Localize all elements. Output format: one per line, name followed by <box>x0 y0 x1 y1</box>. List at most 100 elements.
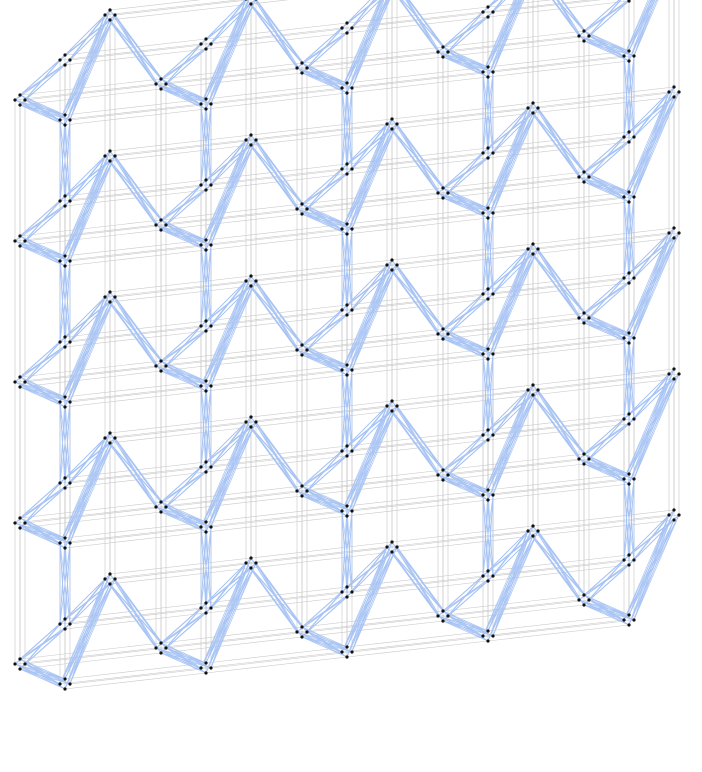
graph-node <box>345 454 348 457</box>
graph-node <box>491 634 494 637</box>
graph-node <box>209 606 212 609</box>
graph-node <box>350 227 353 230</box>
coupling-edge <box>629 515 669 615</box>
graph-node <box>58 400 61 403</box>
coupling-edge <box>584 132 629 182</box>
graph-node <box>622 417 625 420</box>
graph-node <box>58 622 61 625</box>
graph-node <box>441 186 444 189</box>
graph-node <box>390 540 393 543</box>
graph-node <box>340 650 343 653</box>
graph-node <box>300 71 303 74</box>
graph-node <box>446 50 449 53</box>
graph-node <box>622 195 625 198</box>
graph-node <box>446 473 449 476</box>
coupling-edge <box>387 0 448 52</box>
coupling-edge <box>347 406 397 516</box>
graph-node <box>209 666 212 669</box>
coupling-edge <box>65 579 115 689</box>
graph-node <box>345 504 348 507</box>
graph-node <box>305 207 308 210</box>
graph-node <box>108 159 111 162</box>
graph-node <box>249 415 252 418</box>
coupling-edge <box>584 555 629 605</box>
graph-node <box>350 590 353 593</box>
coupling-edge <box>161 462 206 502</box>
graph-node <box>622 276 625 279</box>
graph-node <box>108 582 111 585</box>
coupling-edge <box>206 140 256 250</box>
graph-node <box>491 10 494 13</box>
graph-node <box>199 183 202 186</box>
coupling-edge <box>206 145 251 250</box>
graph-node <box>204 379 207 382</box>
graph-node <box>531 242 534 245</box>
coupling-edge <box>488 108 538 218</box>
graph-node <box>632 417 635 420</box>
graph-node <box>300 494 303 497</box>
coupling-edge <box>20 619 65 659</box>
graph-node <box>300 353 303 356</box>
coupling-edge <box>579 0 624 36</box>
coupling-edge <box>443 571 488 611</box>
graph-node <box>199 606 202 609</box>
graph-node <box>436 191 439 194</box>
coupling-edge <box>533 385 584 454</box>
graph-node <box>677 372 680 375</box>
coupling-edge <box>629 520 674 625</box>
graph-node <box>164 364 167 367</box>
graph-node <box>164 646 167 649</box>
graph-node <box>390 258 393 261</box>
coupling-edge <box>206 427 251 532</box>
coupling-edge <box>443 289 488 339</box>
graph-node <box>340 368 343 371</box>
graph-node <box>300 635 303 638</box>
graph-node <box>582 593 585 596</box>
coupling-edge <box>251 417 302 486</box>
coupling-edge <box>629 515 669 625</box>
graph-node <box>345 31 348 34</box>
graph-node <box>244 420 247 423</box>
coupling-edge <box>65 579 105 679</box>
graph-node <box>486 287 489 290</box>
graph-node <box>627 281 630 284</box>
graph-node <box>390 399 393 402</box>
coupling-edge <box>629 87 674 202</box>
graph-node <box>672 226 675 229</box>
coupling-edge <box>161 180 206 220</box>
graph-node <box>13 239 16 242</box>
graph-node <box>254 420 257 423</box>
graph-node <box>209 42 212 45</box>
coupling-edge <box>206 140 246 250</box>
graph-node <box>18 667 21 670</box>
graph-node <box>486 639 489 642</box>
graph-node <box>18 385 21 388</box>
coupling-edge <box>347 547 397 657</box>
graph-node <box>340 227 343 230</box>
graph-node <box>536 106 539 109</box>
coupling-edge <box>206 558 251 673</box>
coupling-edge <box>584 414 629 464</box>
coupling-edge <box>347 265 387 375</box>
coupling-edge <box>20 478 65 518</box>
graph-node <box>345 303 348 306</box>
graph-node <box>159 510 162 513</box>
coupling-edge <box>206 422 246 522</box>
graph-node <box>491 574 494 577</box>
graph-node <box>577 598 580 601</box>
coupling-edge <box>392 401 443 470</box>
coupling-edge <box>443 430 488 470</box>
coupling-edge <box>629 92 669 192</box>
coupling-edge <box>206 563 246 663</box>
coupling-edge <box>443 7 488 47</box>
graph-node <box>63 536 66 539</box>
graph-node <box>486 15 489 18</box>
coupling-edge <box>392 119 443 188</box>
graph-node <box>68 622 71 625</box>
coupling-edge <box>533 526 584 595</box>
coupling-edge <box>65 302 110 407</box>
graph-node <box>345 363 348 366</box>
graph-node <box>58 340 61 343</box>
graph-node <box>108 8 111 11</box>
graph-node <box>385 263 388 266</box>
